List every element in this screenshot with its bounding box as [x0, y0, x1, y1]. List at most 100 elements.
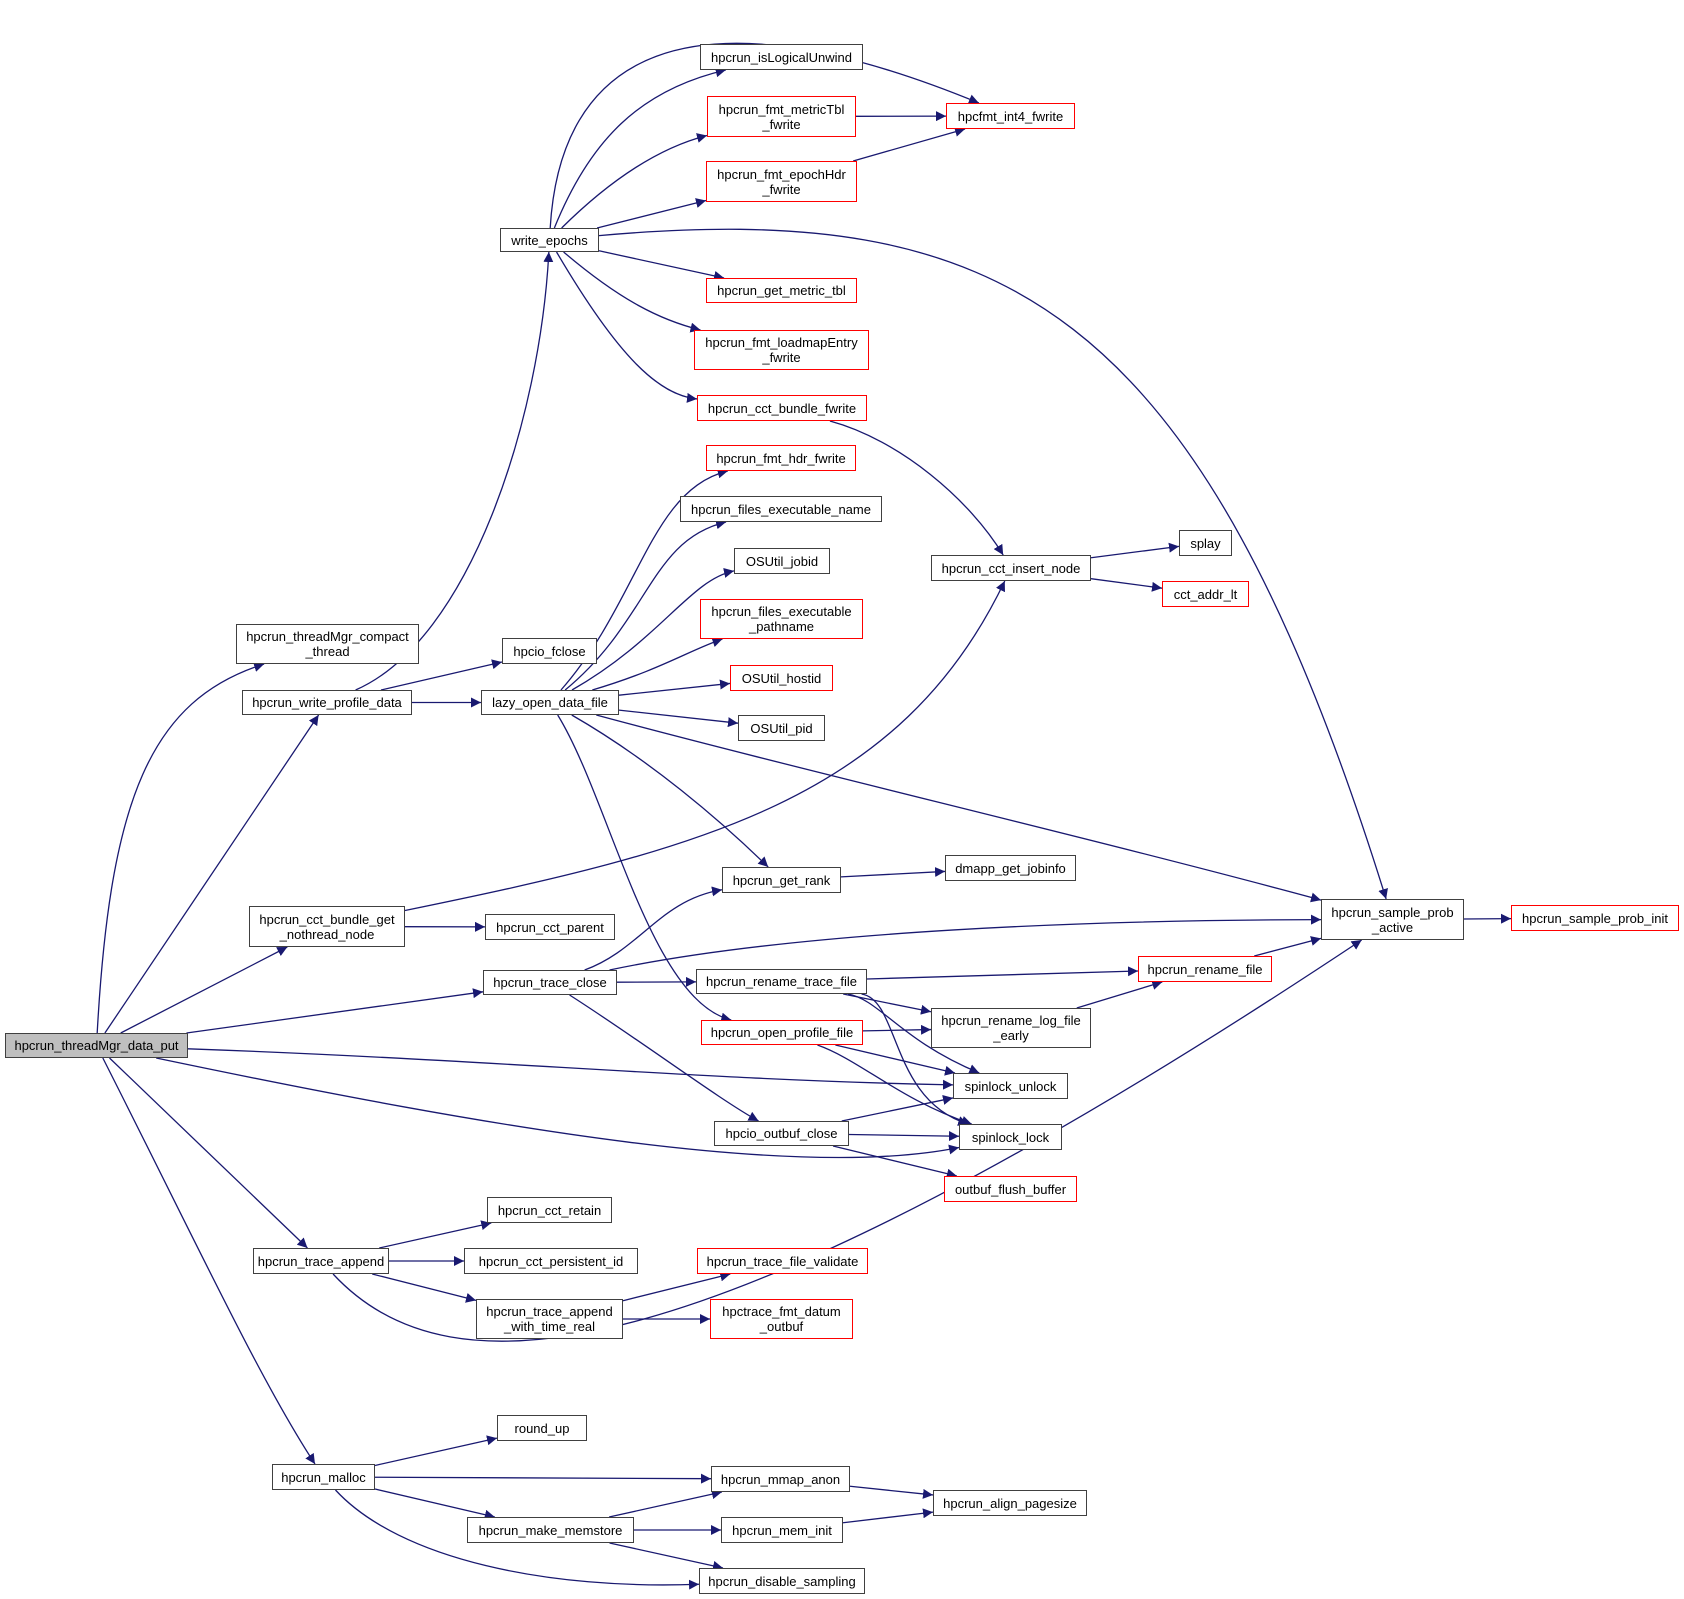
node-label: spinlock_lock [971, 1129, 1050, 1145]
edge-root-to-bundleget [120, 946, 288, 1034]
node-disable[interactable]: hpcrun_disable_sampling [699, 1568, 865, 1594]
edge-we-to-getmetric [598, 250, 725, 281]
node-jobid[interactable]: OSUtil_jobid [734, 548, 830, 574]
edge-renamefile-to-probactive [1254, 936, 1322, 957]
node-pagesize[interactable]: hpcrun_align_pagesize [933, 1490, 1087, 1516]
node-label: hpcrun_make_memstore [478, 1522, 623, 1538]
node-addrlt[interactable]: cct_addr_lt [1162, 581, 1249, 607]
node-appendreal[interactable]: hpcrun_trace_append _with_time_real [476, 1299, 623, 1339]
edge-root-to-wpd [104, 714, 320, 1034]
node-openprofile[interactable]: hpcrun_open_profile_file [701, 1020, 863, 1045]
node-renamefile[interactable]: hpcrun_rename_file [1138, 956, 1272, 982]
edge-appendreal-to-validate [622, 1271, 731, 1302]
edge-root-to-traceclose [186, 988, 484, 1034]
edge-epochhdr-to-int4 [852, 126, 966, 162]
node-fclose[interactable]: hpcio_fclose [502, 638, 597, 664]
node-label: write_epochs [511, 232, 588, 248]
node-traceclose[interactable]: hpcrun_trace_close [483, 970, 617, 995]
node-rank[interactable]: hpcrun_get_rank [722, 867, 841, 893]
node-root[interactable]: hpcrun_threadMgr_data_put [5, 1033, 188, 1058]
node-label: hpcio_fclose [513, 643, 586, 659]
node-persistent[interactable]: hpcrun_cct_persistent_id [464, 1248, 638, 1274]
edge-lazy-to-hostid [618, 679, 731, 696]
node-insert[interactable]: hpcrun_cct_insert_node [931, 555, 1091, 581]
node-hostid[interactable]: OSUtil_hostid [730, 665, 833, 691]
node-label: hpcrun_fmt_epochHdr _fwrite [717, 166, 846, 197]
node-pid[interactable]: OSUtil_pid [738, 715, 825, 741]
edge-traceclose-to-rank [584, 886, 723, 971]
node-label: hpcrun_disable_sampling [708, 1573, 856, 1589]
node-validate[interactable]: hpcrun_trace_file_validate [697, 1248, 868, 1274]
node-label: hpcrun_get_metric_tbl [717, 283, 846, 298]
node-roundup[interactable]: round_up [497, 1415, 587, 1441]
node-metrictbl[interactable]: hpcrun_fmt_metricTbl _fwrite [707, 96, 856, 137]
node-lazy[interactable]: lazy_open_data_file [481, 690, 619, 715]
edge-wpd-to-fclose [380, 659, 503, 691]
edge-renamelog-to-renamefile [1076, 980, 1163, 1009]
node-wpd[interactable]: hpcrun_write_profile_data [242, 690, 412, 715]
node-label: OSUtil_pid [750, 720, 813, 736]
edge-memstore-to-disable [609, 1542, 724, 1571]
node-retain[interactable]: hpcrun_cct_retain [487, 1197, 612, 1223]
edge-openprofile-to-lock [817, 1044, 972, 1126]
node-unlock[interactable]: spinlock_unlock [953, 1073, 1068, 1099]
node-dmapp[interactable]: dmapp_get_jobinfo [945, 855, 1076, 881]
node-epochhdr[interactable]: hpcrun_fmt_epochHdr _fwrite [706, 161, 857, 202]
node-probactive[interactable]: hpcrun_sample_prob _active [1321, 899, 1464, 940]
node-lock[interactable]: spinlock_lock [959, 1124, 1062, 1150]
edge-traceclose-to-probactive [609, 914, 1322, 971]
edge-renametrace-to-lock [861, 993, 969, 1126]
edge-outbufclose-to-lock [848, 1131, 960, 1142]
node-datum[interactable]: hpctrace_fmt_datum _outbuf [710, 1299, 853, 1339]
node-label: hpcrun_rename_file [1147, 961, 1263, 977]
node-label: hpcrun_fmt_hdr_fwrite [716, 450, 846, 466]
edge-lazy-to-openprofile [557, 714, 732, 1023]
node-label: hpcrun_rename_log_file _early [941, 1013, 1081, 1043]
node-label: hpcrun_fmt_metricTbl _fwrite [718, 101, 845, 132]
node-meminit[interactable]: hpcrun_mem_init [721, 1517, 843, 1543]
node-renametrace[interactable]: hpcrun_rename_trace_file [696, 969, 867, 994]
edge-we-to-bundlefwrite [555, 251, 698, 403]
node-malloc[interactable]: hpcrun_malloc [272, 1464, 375, 1490]
node-label: hpcrun_files_executable _pathname [711, 604, 852, 634]
node-compact[interactable]: hpcrun_threadMgr_compact _thread [236, 624, 419, 664]
edge-traceclose-to-outbufclose [569, 994, 759, 1122]
edge-rank-to-dmapp [840, 866, 946, 878]
node-hdr[interactable]: hpcrun_fmt_hdr_fwrite [706, 445, 856, 471]
edge-malloc-to-disable [335, 1489, 700, 1590]
edge-malloc-to-roundup [374, 1435, 498, 1467]
node-bundleget[interactable]: hpcrun_cct_bundle_get _nothread_node [249, 906, 405, 947]
edge-memstore-to-mmap [608, 1489, 723, 1518]
node-bundlefwrite[interactable]: hpcrun_cct_bundle_fwrite [697, 395, 867, 421]
node-parent[interactable]: hpcrun_cct_parent [485, 914, 615, 940]
node-we[interactable]: write_epochs [500, 228, 599, 252]
node-logical[interactable]: hpcrun_isLogicalUnwind [700, 44, 863, 70]
edge-root-to-unlock [187, 1048, 954, 1090]
node-exename[interactable]: hpcrun_files_executable_name [680, 496, 882, 522]
node-label: hpcrun_rename_trace_file [705, 974, 858, 989]
node-label: hpcrun_trace_append [257, 1253, 385, 1269]
edge-root-to-compact [96, 662, 265, 1034]
node-probinit[interactable]: hpcrun_sample_prob_init [1511, 905, 1679, 931]
edge-we-to-probactive [598, 228, 1388, 900]
node-getmetric[interactable]: hpcrun_get_metric_tbl [706, 278, 857, 303]
edge-we-to-int4 [549, 42, 980, 229]
node-label: OSUtil_jobid [745, 553, 819, 569]
node-flush[interactable]: outbuf_flush_buffer [944, 1176, 1077, 1202]
node-memstore[interactable]: hpcrun_make_memstore [467, 1517, 634, 1543]
node-label: hpcrun_mem_init [732, 1522, 832, 1538]
node-outbufclose[interactable]: hpcio_outbuf_close [714, 1121, 849, 1146]
node-label: outbuf_flush_buffer [954, 1181, 1067, 1197]
node-int4[interactable]: hpcfmt_int4_fwrite [946, 103, 1075, 129]
node-label: OSUtil_hostid [741, 670, 822, 686]
node-loadmap[interactable]: hpcrun_fmt_loadmapEntry _fwrite [694, 330, 869, 370]
node-splay[interactable]: splay [1179, 530, 1232, 556]
node-mmap[interactable]: hpcrun_mmap_anon [711, 1466, 850, 1492]
edge-renametrace-to-unlock [847, 993, 980, 1074]
node-label: hpcrun_mmap_anon [720, 1471, 841, 1487]
node-label: hpcrun_cct_bundle_get _nothread_node [259, 911, 395, 942]
node-traceappend[interactable]: hpcrun_trace_append [253, 1248, 389, 1274]
node-exepath[interactable]: hpcrun_files_executable _pathname [700, 599, 863, 639]
node-renamelog[interactable]: hpcrun_rename_log_file _early [931, 1008, 1091, 1048]
